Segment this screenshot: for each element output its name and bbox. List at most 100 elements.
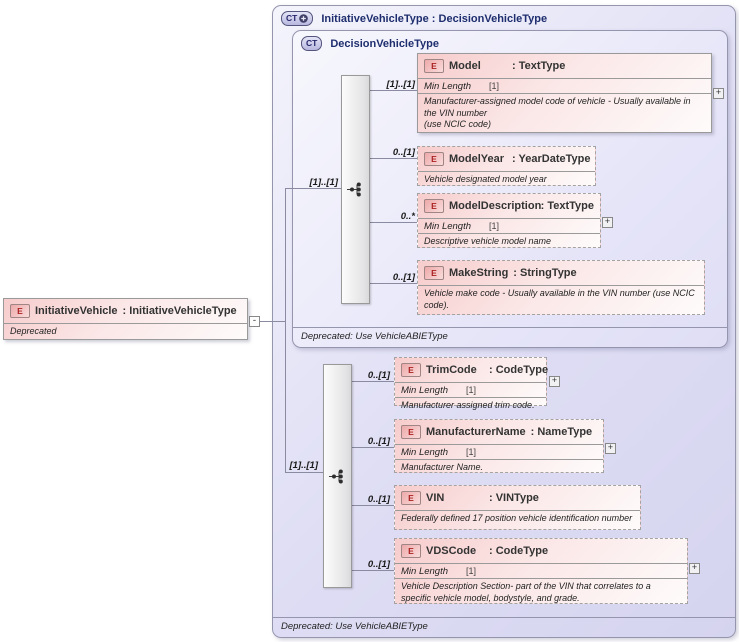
connector-line bbox=[285, 188, 286, 473]
element-make-string[interactable]: E MakeString : StringType Vehicle make c… bbox=[417, 260, 705, 315]
facet-min-length: Min Length [1] bbox=[395, 383, 546, 398]
complex-type-title: DecisionVehicleType bbox=[330, 37, 439, 50]
sequence-icon bbox=[329, 469, 343, 483]
element-header: E ModelYear : YearDateType bbox=[418, 147, 595, 172]
annotation: Vehicle make code - Usually available in… bbox=[424, 288, 695, 310]
element-header: E ModelDescription : TextType bbox=[418, 194, 600, 219]
element-badge: E bbox=[10, 304, 30, 318]
element-type: : YearDateType bbox=[512, 153, 591, 165]
annotation: Vehicle Description Section- part of the… bbox=[401, 581, 651, 603]
element-name: TrimCode bbox=[426, 364, 477, 376]
element-badge: E bbox=[424, 59, 444, 73]
complex-type-badge: CT bbox=[281, 11, 314, 26]
element-badge: E bbox=[424, 152, 444, 166]
connector-line bbox=[352, 570, 394, 571]
connector-line bbox=[370, 283, 417, 284]
facet-min-length: Min Length [1] bbox=[395, 445, 603, 460]
connector-line bbox=[370, 90, 417, 91]
element-type: : CodeType bbox=[489, 545, 549, 557]
connector-line bbox=[352, 381, 394, 382]
annotation: Manufacturer-assigned model code of vehi… bbox=[424, 96, 691, 129]
element-vds-code[interactable]: E VDSCode : CodeType Min Length [1] Vehi… bbox=[394, 538, 688, 604]
element-header: E Model : TextType bbox=[418, 54, 711, 79]
cardinality-label: 0..* bbox=[400, 211, 415, 222]
element-badge: E bbox=[401, 425, 421, 439]
complex-type-badge: CT bbox=[301, 36, 323, 51]
facet-min-length: Min Length [1] bbox=[395, 564, 687, 579]
cardinality-label: [1]..[1] bbox=[309, 177, 339, 188]
deprecation-note: Deprecated: Use VehicleABIEType bbox=[293, 327, 727, 347]
expand-button[interactable]: + bbox=[689, 563, 700, 574]
element-type: : NameType bbox=[530, 426, 593, 438]
extension-plus-icon bbox=[299, 14, 309, 23]
element-badge: E bbox=[401, 544, 421, 558]
annotation: Manufacturer Name. bbox=[401, 462, 484, 472]
element-name: VIN bbox=[426, 492, 445, 504]
complex-type-header[interactable]: CT InitiativeVehicleType : DecisionVehic… bbox=[273, 6, 735, 31]
element-badge: E bbox=[424, 199, 444, 213]
element-header: E ManufacturerName : NameType bbox=[395, 420, 603, 445]
collapse-button[interactable]: - bbox=[249, 316, 260, 327]
cardinality-label: 0..[1] bbox=[392, 147, 415, 158]
cardinality-label: 0..[1] bbox=[367, 494, 390, 505]
facet-min-length: Min Length [1] bbox=[418, 79, 711, 94]
connector-line bbox=[352, 505, 394, 506]
connector-line bbox=[259, 321, 285, 322]
element-name: VDSCode bbox=[426, 545, 477, 557]
cardinality-label: 0..[1] bbox=[367, 370, 390, 381]
connector-line bbox=[370, 158, 417, 159]
complex-type-badge-label: CT bbox=[306, 38, 318, 48]
element-badge: E bbox=[401, 363, 421, 377]
element-type: : CodeType bbox=[489, 364, 549, 376]
element-type: : TextType bbox=[540, 200, 594, 212]
element-name: ModelDescription bbox=[449, 200, 542, 212]
element-header: E MakeString : StringType bbox=[418, 261, 704, 286]
element-header: E VIN : VINType bbox=[395, 486, 640, 511]
complex-type-header[interactable]: CT DecisionVehicleType bbox=[293, 31, 727, 56]
element-model[interactable]: E Model : TextType Min Length [1] Manufa… bbox=[417, 53, 712, 133]
element-model-year[interactable]: E ModelYear : YearDateType Vehicle desig… bbox=[417, 146, 596, 186]
element-initiative-vehicle[interactable]: E InitiativeVehicle : InitiativeVehicleT… bbox=[3, 298, 248, 340]
complex-type-badge-label: CT bbox=[286, 13, 298, 23]
cardinality-label: [1]..[1] bbox=[386, 79, 416, 90]
sequence-icon bbox=[347, 182, 361, 197]
element-type: : InitiativeVehicleType bbox=[122, 305, 237, 317]
cardinality-label: [1]..[1] bbox=[289, 460, 319, 471]
annotation: Descriptive vehicle model name bbox=[424, 236, 552, 246]
element-manufacturer-name[interactable]: E ManufacturerName : NameType Min Length… bbox=[394, 419, 604, 473]
element-name: Model bbox=[449, 60, 481, 72]
complex-type-title: InitiativeVehicleType : DecisionVehicleT… bbox=[321, 12, 548, 25]
element-badge: E bbox=[424, 266, 444, 280]
element-trim-code[interactable]: E TrimCode : CodeType Min Length [1] Man… bbox=[394, 357, 549, 410]
element-vin[interactable]: E VIN : VINType Federally defined 17 pos… bbox=[394, 485, 641, 530]
sequence-compositor[interactable] bbox=[341, 75, 370, 304]
connector-line bbox=[352, 447, 394, 448]
cardinality-label: 0..[1] bbox=[367, 559, 390, 570]
element-header: E InitiativeVehicle : InitiativeVehicleT… bbox=[4, 299, 247, 324]
deprecation-note: Deprecated: Use VehicleABIEType bbox=[273, 617, 735, 637]
expand-button[interactable]: + bbox=[713, 88, 724, 99]
element-type: : VINType bbox=[489, 492, 539, 504]
cardinality-label: 0..[1] bbox=[392, 272, 415, 283]
expand-button[interactable]: + bbox=[602, 217, 613, 228]
annotation: Manufacturer assigned trim code. bbox=[401, 400, 535, 410]
connector-line bbox=[285, 188, 341, 189]
expand-button[interactable]: + bbox=[605, 443, 616, 454]
element-type: : TextType bbox=[512, 60, 566, 72]
element-type: : StringType bbox=[513, 267, 577, 279]
connector-line bbox=[285, 472, 323, 473]
element-name: ModelYear bbox=[449, 153, 505, 165]
annotation: Federally defined 17 position vehicle id… bbox=[401, 513, 633, 523]
element-name: InitiativeVehicle bbox=[35, 305, 118, 317]
annotation: Vehicle designated model year bbox=[424, 174, 547, 184]
element-header: E TrimCode : CodeType bbox=[395, 358, 549, 383]
element-name: MakeString bbox=[449, 267, 509, 279]
element-header: E VDSCode : CodeType bbox=[395, 539, 687, 564]
expand-button[interactable]: + bbox=[549, 376, 560, 387]
annotation: Deprecated bbox=[10, 326, 57, 336]
connector-line bbox=[370, 222, 417, 223]
facet-min-length: Min Length [1] bbox=[418, 219, 600, 234]
sequence-compositor[interactable] bbox=[323, 364, 352, 588]
element-model-description[interactable]: E ModelDescription : TextType Min Length… bbox=[417, 193, 601, 248]
